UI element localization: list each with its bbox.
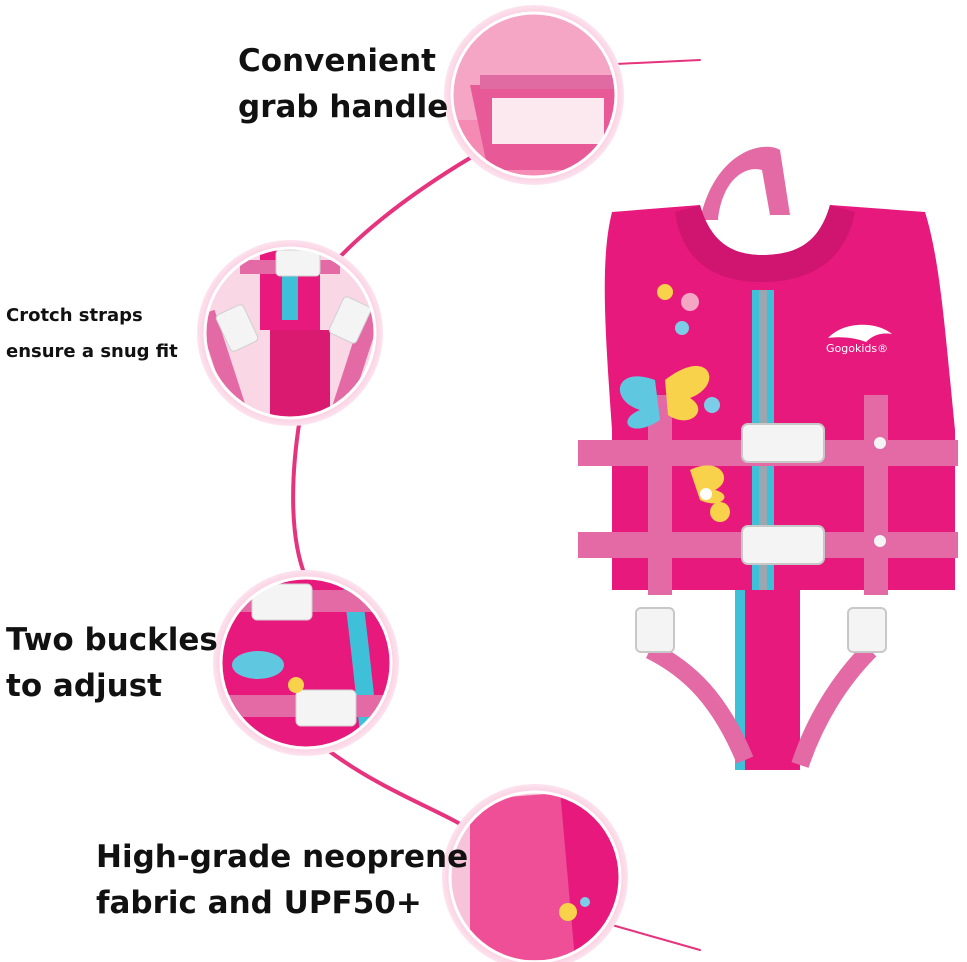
feature-label-line: Convenient xyxy=(238,43,436,79)
feature-label-buckles: Two buckles to adjust xyxy=(6,617,218,709)
leader-line-top xyxy=(615,59,701,65)
closeup-grab-handle xyxy=(444,5,624,185)
closeup-neoprene-fabric xyxy=(442,784,628,962)
feature-label-grab-handle: Convenient grab handle xyxy=(238,38,448,130)
life-vest-illustration xyxy=(578,146,958,770)
connector-arc-mid xyxy=(291,416,308,580)
butterfly-decoration xyxy=(619,365,725,504)
closeup-two-buckles xyxy=(213,570,399,756)
closeup-crotch-straps xyxy=(197,240,383,426)
feature-label-crotch-straps: Crotch straps ensure a snug fit xyxy=(6,298,178,370)
feature-label-line: to adjust xyxy=(6,668,162,704)
feature-label-neoprene: High-grade neoprene fabric and UPF50+ xyxy=(96,834,468,926)
connector-arc-bottom xyxy=(323,746,472,832)
feature-label-line: fabric and UPF50+ xyxy=(96,885,422,921)
feature-label-line: High-grade neoprene xyxy=(96,839,469,875)
leader-line-bottom xyxy=(611,924,701,951)
feature-label-line: Crotch straps xyxy=(6,305,143,326)
feature-label-line: Two buckles xyxy=(6,622,218,658)
dolphin-logo-icon xyxy=(828,324,892,342)
brand-label: Gogokids® xyxy=(826,342,889,355)
flower-decorations xyxy=(657,284,730,522)
feature-label-line: grab handle xyxy=(238,89,449,125)
feature-label-line: ensure a snug fit xyxy=(6,341,178,362)
